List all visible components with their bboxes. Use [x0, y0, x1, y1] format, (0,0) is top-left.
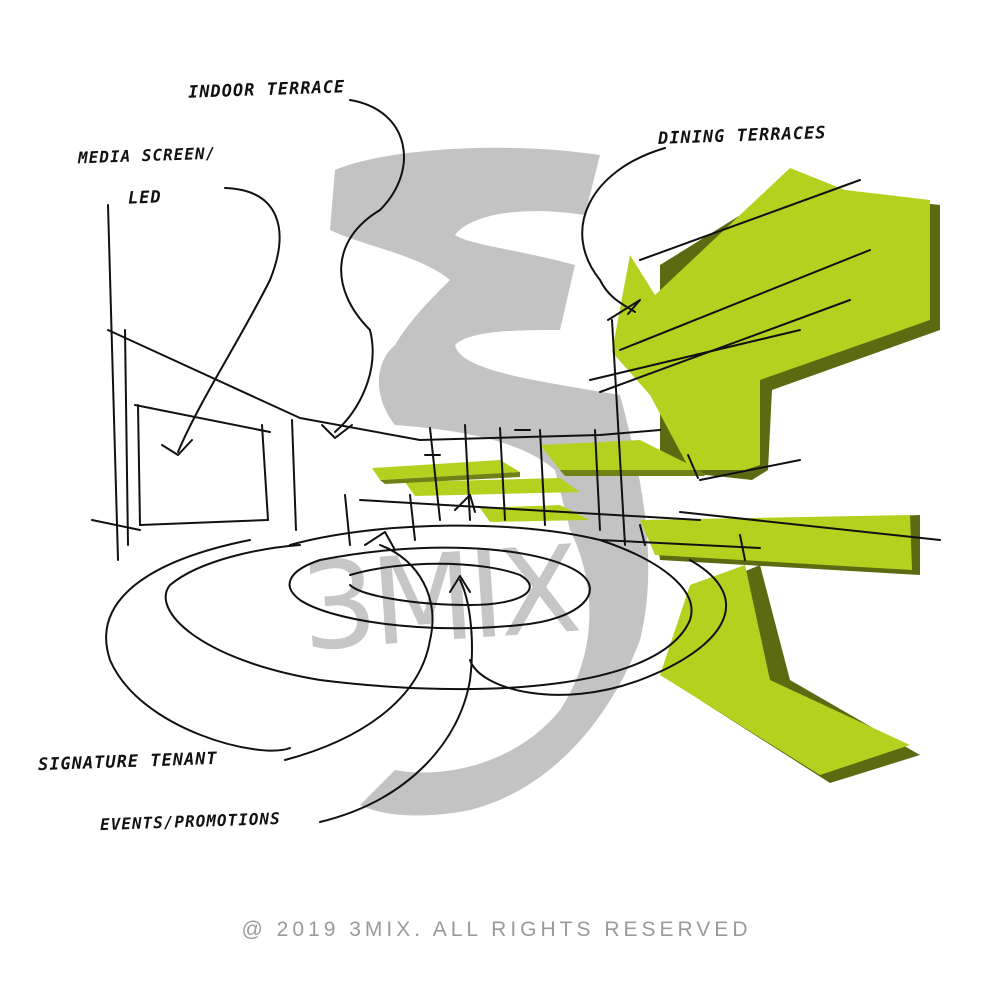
watermark-logo — [330, 147, 649, 816]
watermark-mix-text: 3MIX — [296, 520, 585, 678]
label-led: LED — [127, 187, 163, 209]
ink-linework — [91, 99, 941, 823]
copyright-footer: @ 2019 3MIX. ALL RIGHTS RESERVED — [241, 918, 752, 941]
